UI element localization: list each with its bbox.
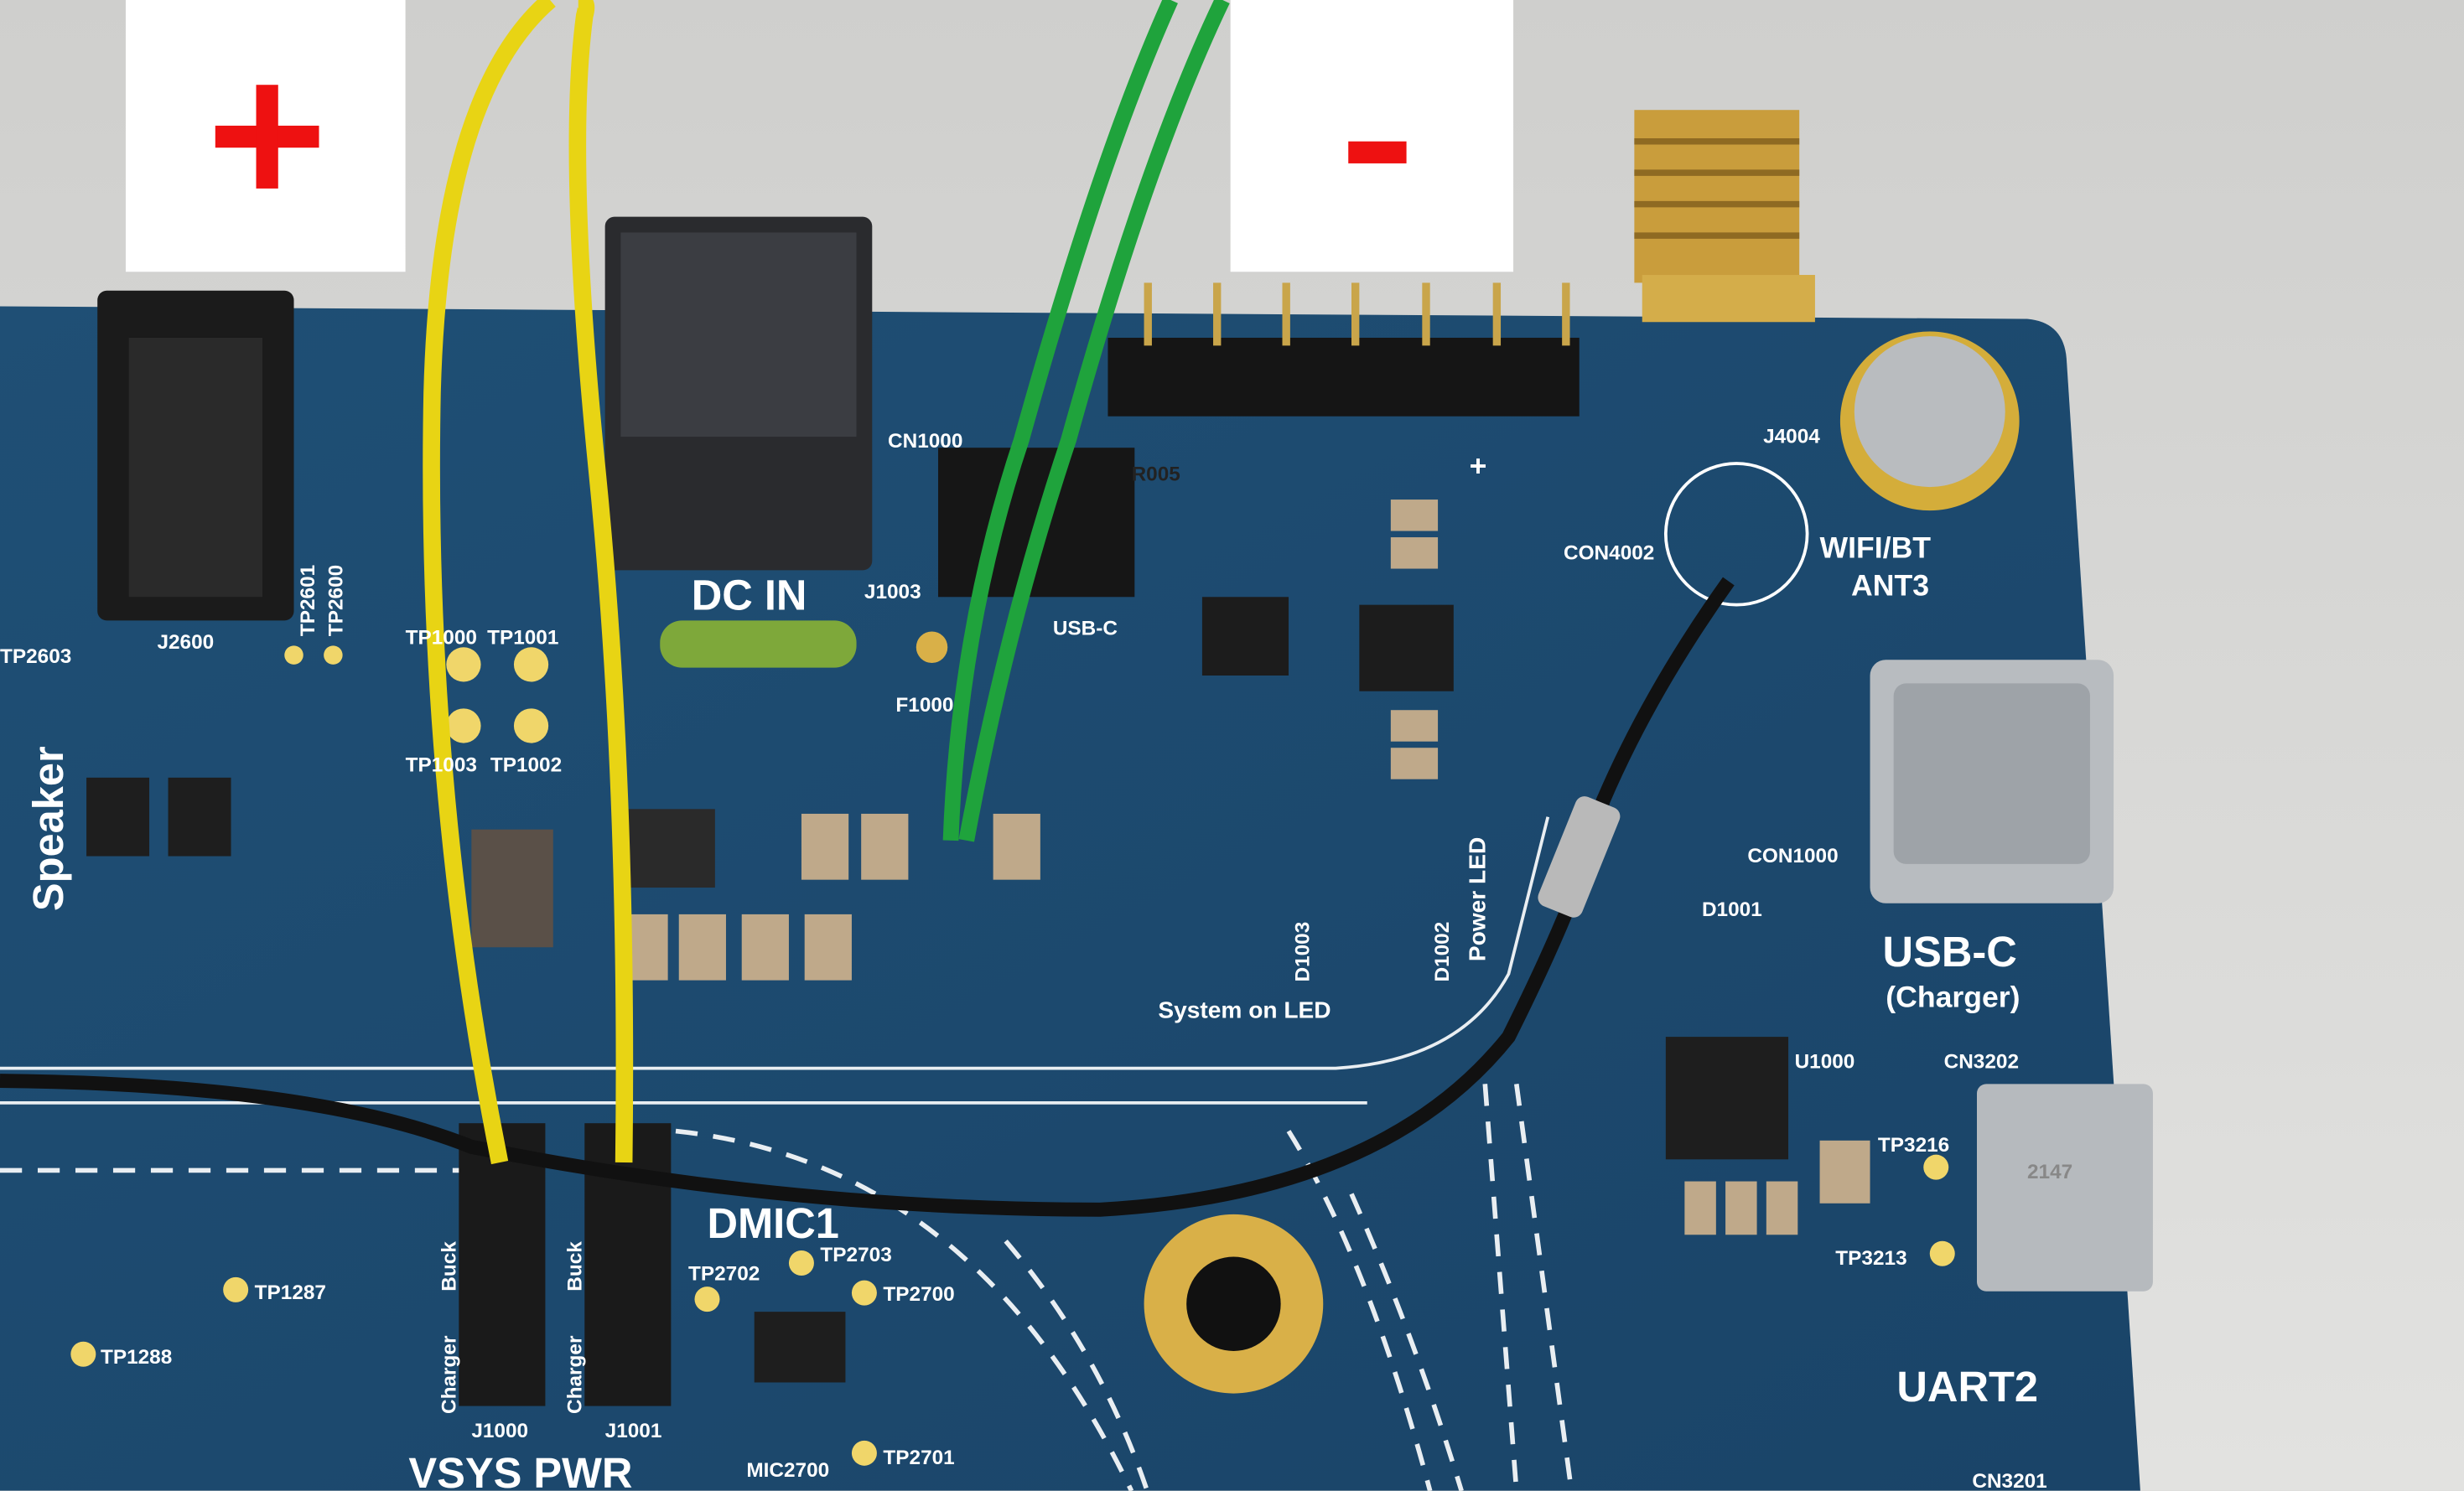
fuse-f1000 bbox=[660, 620, 857, 668]
label-tp3213: TP3213 bbox=[1835, 1247, 1906, 1270]
test-points bbox=[70, 645, 1955, 1466]
label-cn3201: CN3201 bbox=[1972, 1470, 2046, 1491]
usb-c-shell bbox=[1893, 683, 2090, 864]
green-wire-2 bbox=[958, 0, 1230, 842]
audio-jack-body bbox=[128, 337, 263, 598]
pin-header bbox=[1108, 337, 1580, 417]
label-buck-j1000: Buck bbox=[438, 1241, 461, 1292]
usb-marking-2147: 2147 bbox=[2027, 1161, 2072, 1183]
yellow-wire-2 bbox=[568, 0, 634, 1163]
label-speaker: Speaker bbox=[24, 746, 72, 911]
label-tp2603: TP2603 bbox=[0, 645, 71, 668]
label-usb-c: USB-C bbox=[1883, 928, 2017, 976]
label-charger: (Charger) bbox=[1886, 980, 2020, 1013]
capacitors bbox=[620, 500, 1870, 1235]
label-uart2: UART2 bbox=[1896, 1363, 2038, 1411]
label-con4002: CON4002 bbox=[1564, 541, 1654, 564]
silk-dashed-lines bbox=[0, 1083, 1574, 1491]
green-wire-1 bbox=[942, 0, 1178, 841]
label-mic2700: MIC2700 bbox=[746, 1459, 829, 1482]
sma-base bbox=[1642, 275, 1815, 323]
inductor bbox=[471, 829, 553, 948]
plus-sign-vertical bbox=[256, 85, 278, 189]
label-d1003: D1003 bbox=[1291, 922, 1314, 982]
label-usb-c-small: USB-C bbox=[1053, 617, 1118, 639]
label-tp1002: TP1002 bbox=[490, 753, 562, 776]
sma-threads bbox=[1634, 137, 1800, 239]
label-tp1000: TP1000 bbox=[406, 627, 477, 650]
antenna-coax-cable bbox=[0, 577, 1735, 1217]
label-ant3: ANT3 bbox=[1851, 568, 1929, 602]
fuse-pad bbox=[916, 631, 948, 663]
header-pins bbox=[1144, 282, 1570, 346]
ic-chip bbox=[86, 777, 150, 857]
label-system-on-led: System on LED bbox=[1158, 997, 1331, 1023]
dmic-mic2700 bbox=[754, 1312, 846, 1383]
ic-chip bbox=[1201, 597, 1289, 676]
label-tp2600: TP2600 bbox=[325, 565, 348, 636]
ic-u1000 bbox=[1665, 1037, 1789, 1160]
label-cn3202: CN3202 bbox=[1944, 1051, 2019, 1074]
sma-antenna-connector bbox=[1634, 110, 1800, 283]
label-tp1287: TP1287 bbox=[255, 1281, 326, 1304]
label-tp2702: TP2702 bbox=[688, 1263, 760, 1286]
label-dmic1: DMIC1 bbox=[707, 1199, 838, 1247]
label-con1000: CON1000 bbox=[1747, 845, 1838, 867]
silk-outline bbox=[0, 816, 1550, 1070]
label-u1000: U1000 bbox=[1795, 1051, 1855, 1074]
label-buck-j1001: Buck bbox=[564, 1241, 587, 1292]
antenna-circle-silk bbox=[1663, 462, 1809, 607]
label-tp1288: TP1288 bbox=[101, 1346, 172, 1369]
label-header-plus: + bbox=[1470, 449, 1487, 483]
label-tp1001: TP1001 bbox=[487, 627, 558, 650]
label-tp2701: TP2701 bbox=[883, 1447, 954, 1469]
label-tp1003: TP1003 bbox=[406, 753, 477, 776]
ic-chip bbox=[1359, 604, 1454, 691]
label-j1001: J1001 bbox=[605, 1420, 662, 1442]
label-wifi-bt: WIFI/BT bbox=[1820, 531, 1932, 564]
cable-ferrule bbox=[1538, 796, 1621, 918]
label-dc-in: DC IN bbox=[692, 571, 807, 619]
jumper-j1000 bbox=[459, 1123, 546, 1406]
label-cn1000: CN1000 bbox=[888, 430, 962, 453]
label-j2600: J2600 bbox=[157, 631, 214, 654]
label-tp2703: TP2703 bbox=[820, 1244, 891, 1266]
label-tp2700: TP2700 bbox=[883, 1283, 954, 1306]
label-power-led: Power LED bbox=[1464, 837, 1490, 961]
label-r005: R005 bbox=[1132, 463, 1180, 486]
label-d1002: D1002 bbox=[1431, 922, 1454, 982]
label-j1003: J1003 bbox=[864, 581, 921, 603]
micro-usb-port bbox=[1976, 1084, 2153, 1292]
label-tp2601: TP2601 bbox=[297, 565, 319, 636]
label-charger-j1000: Charger bbox=[438, 1335, 461, 1414]
label-j4004: J4004 bbox=[1763, 426, 1820, 448]
label-vsys-pwr: VSYS PWR bbox=[408, 1449, 632, 1491]
label-d1001: D1001 bbox=[1702, 898, 1762, 921]
screw-head bbox=[1854, 336, 2005, 488]
dc-jack-top bbox=[620, 232, 857, 437]
mounting-hole-center bbox=[1186, 1256, 1281, 1351]
minus-sign bbox=[1348, 141, 1407, 163]
label-f1000: F1000 bbox=[895, 694, 953, 717]
label-tp3216: TP3216 bbox=[1878, 1134, 1949, 1157]
minus-sign-paper bbox=[1230, 0, 1514, 272]
label-j1000: J1000 bbox=[471, 1420, 528, 1442]
ic-chip bbox=[168, 777, 231, 857]
label-charger-j1001: Charger bbox=[564, 1335, 587, 1414]
ic-chip bbox=[628, 809, 715, 888]
yellow-wire-1 bbox=[423, 0, 556, 1165]
